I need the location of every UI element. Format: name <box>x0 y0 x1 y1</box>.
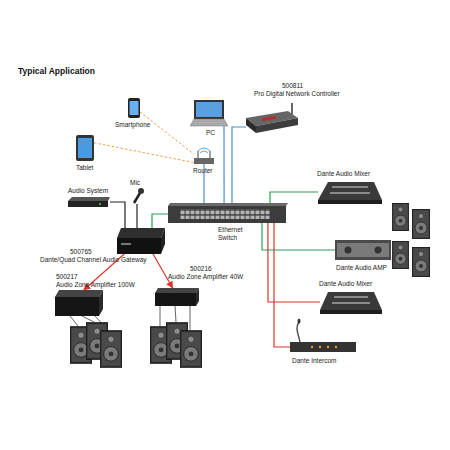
wireless-link <box>140 112 194 154</box>
device-label: Dante Audio Mixer <box>317 170 370 178</box>
mixer-node: Dante Audio Mixer <box>320 290 382 314</box>
device-label: Dante/Quad Channel Audio Gateway <box>40 256 147 264</box>
device-label: Dante Intercom <box>292 357 336 365</box>
controller-icon <box>246 103 298 133</box>
gateway-node: 500765Dante/Quad Channel Audio Gateway <box>117 228 165 254</box>
device-label: Smartphone <box>115 121 150 129</box>
device-label: Tablet <box>76 164 93 172</box>
device-label: Dante Audio Mixer <box>319 280 372 288</box>
device-label: Dante Audio AMP <box>336 264 387 272</box>
gateway-icon <box>117 228 165 254</box>
mixer-icon <box>318 182 382 204</box>
controller-node: 500811Pro Digital Network Controller <box>246 103 298 133</box>
device-label: Router <box>193 167 213 175</box>
network-cable <box>136 204 137 228</box>
switch-node: Ethernet Switch <box>168 203 286 223</box>
smartphone-node: Smartphone <box>128 98 140 118</box>
wireless-link <box>94 143 194 163</box>
intercom-icon <box>290 319 356 353</box>
zone-amp-100w-icon <box>55 290 103 316</box>
ethernet-switch-icon <box>168 203 288 223</box>
pc-node: PC <box>190 100 228 126</box>
network-cable <box>268 223 320 302</box>
mic-node: Mic <box>131 188 143 204</box>
zone-amp-40w-icon <box>155 288 199 306</box>
speaker-symbol <box>180 331 202 368</box>
router-icon <box>194 148 214 164</box>
device-label: Pro Digital Network Controller <box>254 90 340 98</box>
speaker-symbol <box>412 209 430 239</box>
laptop-icon <box>190 100 228 126</box>
mixer-node: Dante Audio Mixer <box>318 180 382 204</box>
audio-system-node: Audio System <box>68 197 110 207</box>
device-label: Audio System <box>68 187 108 195</box>
router-node: Router <box>194 150 214 164</box>
tablet-icon <box>76 135 94 161</box>
speaker-symbol <box>392 203 409 231</box>
model-number: 500811 <box>282 82 303 90</box>
tablet-node: Tablet <box>76 135 94 161</box>
network-cable <box>153 254 173 288</box>
device-label: Audio Zone Amplifier 100W <box>56 281 135 289</box>
device-label: Ethernet Switch <box>218 226 252 241</box>
mixer-icon <box>320 292 382 314</box>
device-label: Mic <box>130 179 140 187</box>
device-label: PC <box>206 129 215 137</box>
zone-amp-node: 500217Audio Zone Amplifier 100W <box>55 290 103 316</box>
model-number: 500765 <box>70 248 92 256</box>
audio-system-icon <box>68 197 110 207</box>
speaker-symbol <box>412 247 430 277</box>
model-number: 500216 <box>190 265 212 273</box>
amp-icon <box>335 240 391 260</box>
microphone-icon <box>134 188 144 203</box>
network-cable <box>223 126 224 203</box>
network-cable <box>274 223 290 347</box>
intercom-node: Dante Intercom <box>290 342 356 352</box>
model-number: 500217 <box>56 273 78 281</box>
smartphone-icon <box>128 98 140 118</box>
speaker-symbol <box>100 331 122 368</box>
zone-amp-node: 500216Audio Zone Amplifier 40W <box>155 288 199 306</box>
device-label: Audio Zone Amplifier 40W <box>168 273 243 281</box>
amp-node: Dante Audio AMP <box>335 240 391 260</box>
network-cable <box>110 202 125 228</box>
network-cable <box>262 223 335 250</box>
diagram-title: Typical Application <box>18 66 95 76</box>
speaker-symbol <box>392 241 409 269</box>
network-cable <box>270 192 318 203</box>
network-cable <box>152 214 168 228</box>
network-cable <box>232 127 246 203</box>
